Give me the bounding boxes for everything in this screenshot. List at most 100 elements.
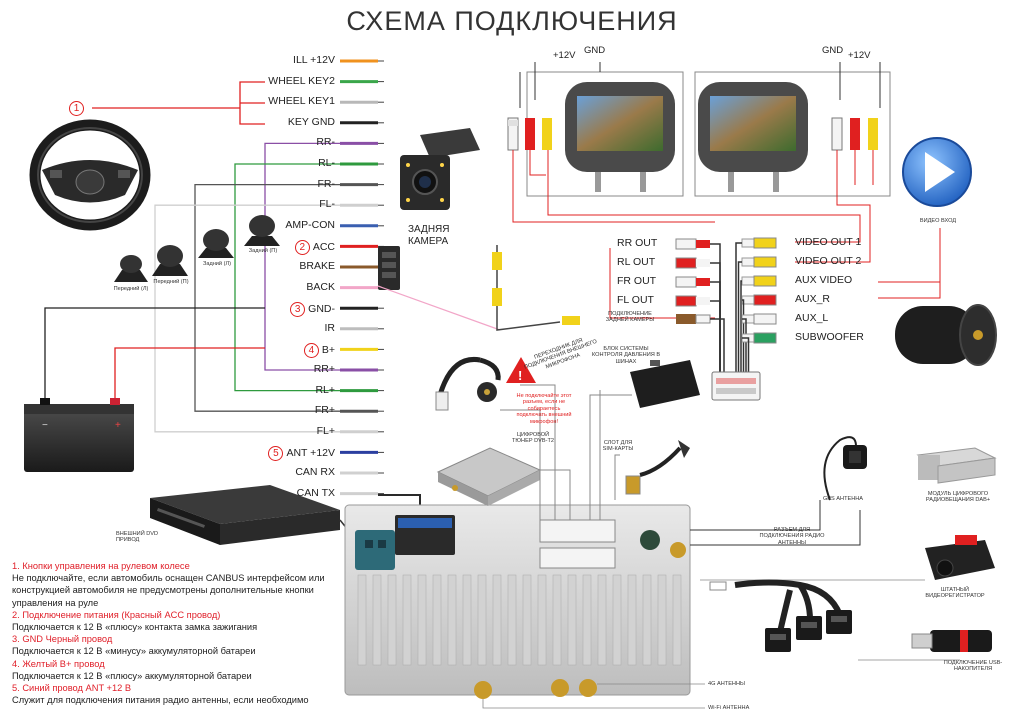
dvr-label: ШТАТНЫЙ ВИДЕОРЕГИСТРАТОР xyxy=(925,587,985,600)
wire-name: WHEEL KEY1 xyxy=(268,95,335,108)
note-heading: 1. Кнопки управления на рулевом колесе xyxy=(12,561,190,571)
heatsink-fin xyxy=(462,574,472,666)
wire-name: B+ xyxy=(321,344,335,357)
rca-plug xyxy=(675,276,697,288)
callout-number: 3 xyxy=(290,302,306,318)
heatsink-fin xyxy=(507,574,517,666)
speaker-label: Передний (Л) xyxy=(113,286,149,292)
note-text: Подключается к 12 В «плюсу» контакта зам… xyxy=(12,622,258,633)
rca-plug-tip xyxy=(695,314,711,324)
rca-plug-tip xyxy=(696,278,710,286)
heatsink-fin xyxy=(357,574,367,666)
wire-name: FL+ xyxy=(316,424,335,437)
dab-module-icon xyxy=(916,447,997,484)
heatsink-fin xyxy=(582,574,592,666)
dvd-drive-icon xyxy=(150,485,340,545)
harness-wire-label: WHEEL KEY2 xyxy=(215,75,335,87)
wire-name: GND- xyxy=(308,303,335,316)
wire-name: CAN RX xyxy=(295,466,335,478)
rca-plug-tip xyxy=(741,276,755,286)
wire-name: ANT +12V xyxy=(286,447,335,460)
harness-wire-label: KEY GND xyxy=(215,117,335,128)
heatsink-fin xyxy=(432,574,442,666)
note-heading: 4. Желтый B+ провод xyxy=(12,658,105,669)
rca-plug-tip xyxy=(696,297,710,305)
heatsink-fin xyxy=(612,574,622,666)
rca-cable xyxy=(737,261,742,372)
heatsink-fin xyxy=(657,574,667,666)
note-heading: 2. Подключение питания (Красный ACC пров… xyxy=(12,609,221,620)
callout-number: 1 xyxy=(69,101,84,116)
radio-antenna-label: РАЗЪЕМ ДЛЯ ПОДКЛЮЧЕНИЯ РАДИО АНТЕННЫ xyxy=(759,527,825,546)
rca-input-label: AUX VIDEO xyxy=(795,274,853,286)
wire-name: RR- xyxy=(316,136,335,149)
rca-output-label: FR OUT xyxy=(617,275,657,287)
rca-plug xyxy=(675,295,697,307)
heatsink-fin xyxy=(597,574,607,666)
speaker-icon-rear-right xyxy=(244,215,280,246)
callout-number: 4 xyxy=(303,343,319,359)
callout-number: 2 xyxy=(294,240,310,256)
wire-name: FR+ xyxy=(314,404,335,417)
svg-text:!: ! xyxy=(518,368,522,383)
heatsink-fin xyxy=(402,574,412,666)
note-text: Не подключайте, если автомобиль оснащен … xyxy=(12,573,325,608)
rca-plug-tip xyxy=(741,257,755,267)
heatsink-fin xyxy=(417,574,427,666)
wire-name: KEY GND xyxy=(287,115,335,128)
harness-wire-label: RR+ xyxy=(215,364,335,375)
harness-wire-label: CAN RX xyxy=(215,467,335,478)
headrest-monitor-right-icon xyxy=(698,82,808,192)
rca-plug xyxy=(753,294,777,306)
harness-wire-label: AMP-CON xyxy=(215,220,335,231)
heatsink-fin xyxy=(477,574,487,666)
dvr-icon xyxy=(925,535,995,580)
page-title: СХЕМА ПОДКЛЮЧЕНИЯ xyxy=(346,6,678,36)
rca-plug xyxy=(676,314,696,324)
dvbt-label: ЦИФРОВОЙ ТЮНЕР DVB-T2 xyxy=(511,432,555,445)
rca-plug-tip xyxy=(741,238,755,248)
rca-bundle xyxy=(675,237,777,372)
rear-camera-label: ЗАДНЯЯ КАМЕРА xyxy=(408,224,450,247)
note-text: Подключается к 12 В «минусу» аккумулятор… xyxy=(12,646,256,657)
wire-name: RR+ xyxy=(313,363,335,375)
gps-label: GPS АНТЕННА xyxy=(822,496,864,502)
head-unit-back xyxy=(344,504,691,699)
rca-input-label: VIDEO OUT 2 xyxy=(795,255,862,267)
steering-wheel-icon xyxy=(29,119,151,231)
rca-cable xyxy=(742,318,747,372)
note-heading: 5. Синий провод ANT +12 В xyxy=(12,683,132,694)
heatsink-fin xyxy=(387,574,397,666)
harness-wire-label: RL+ xyxy=(215,384,335,396)
wire-name: IR xyxy=(324,321,336,334)
rca-plug xyxy=(753,237,777,249)
heatsink-fin xyxy=(372,574,382,666)
rca-plug xyxy=(753,332,777,344)
sim-slot-icon xyxy=(625,440,690,495)
gps-antenna-icon xyxy=(823,436,867,501)
rca-cable xyxy=(735,242,742,372)
heatsink-fin xyxy=(552,574,562,666)
wire-name: AMP-CON xyxy=(285,218,335,231)
speaker-wire xyxy=(154,204,340,433)
rca-cable xyxy=(742,299,745,372)
wire-name: BACK xyxy=(306,280,335,293)
rca-plug xyxy=(675,238,697,250)
heatsink-fin xyxy=(447,574,457,666)
power-label: GND xyxy=(822,45,844,56)
rear-camera-connector-label: ПОДКЛЮЧЕНИЕ ЗАДНЕЙ КАМЕРЫ xyxy=(605,311,655,324)
harness-wire-label: ILL +12V xyxy=(215,55,335,66)
note-text: Подключается к 12 В «плюсу» аккумуляторн… xyxy=(12,670,252,681)
tpms-label: БЛОК СИСТЕМЫ КОНТРОЛЯ ДАВЛЕНИЯ В ШИНАХ xyxy=(591,346,661,365)
heatsink-fin xyxy=(672,574,682,666)
rca-cable xyxy=(710,300,721,372)
wire-name: ILL +12V xyxy=(293,54,335,66)
harness-wire-label: IR xyxy=(215,321,336,334)
harness-wire-label: FR- xyxy=(215,178,336,190)
power-label: GND xyxy=(584,45,606,56)
dvbt-tuner-icon xyxy=(436,447,542,506)
usb-stick-icon xyxy=(911,630,992,652)
